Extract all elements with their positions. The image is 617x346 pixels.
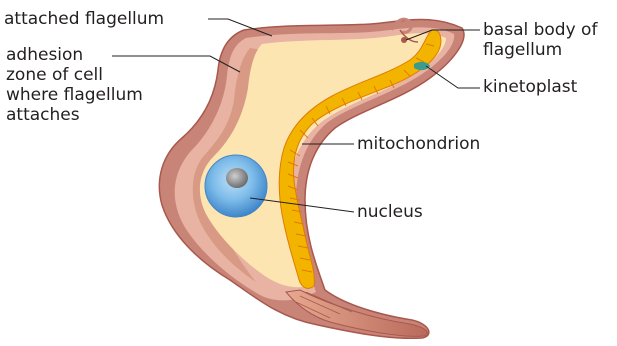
label-adhesion-line-4: attaches	[6, 105, 143, 125]
nucleolus	[226, 168, 248, 188]
label-adhesion-line-2: zone of cell	[6, 65, 143, 85]
label-mitochondrion: mitochondrion	[357, 134, 480, 154]
label-adhesion-line-3: where flagellum	[6, 85, 143, 105]
label-kinetoplast: kinetoplast	[483, 77, 577, 97]
label-basal-line-1: basal body of	[483, 20, 597, 40]
label-basal-body: basal body of flagellum	[483, 20, 597, 60]
label-attached-flagellum: attached flagellum	[4, 9, 164, 29]
label-adhesion-line-1: adhesion	[6, 45, 143, 65]
label-basal-line-2: flagellum	[483, 40, 597, 60]
label-adhesion-zone: adhesion zone of cell where flagellum at…	[6, 45, 143, 125]
label-nucleus: nucleus	[357, 202, 423, 222]
